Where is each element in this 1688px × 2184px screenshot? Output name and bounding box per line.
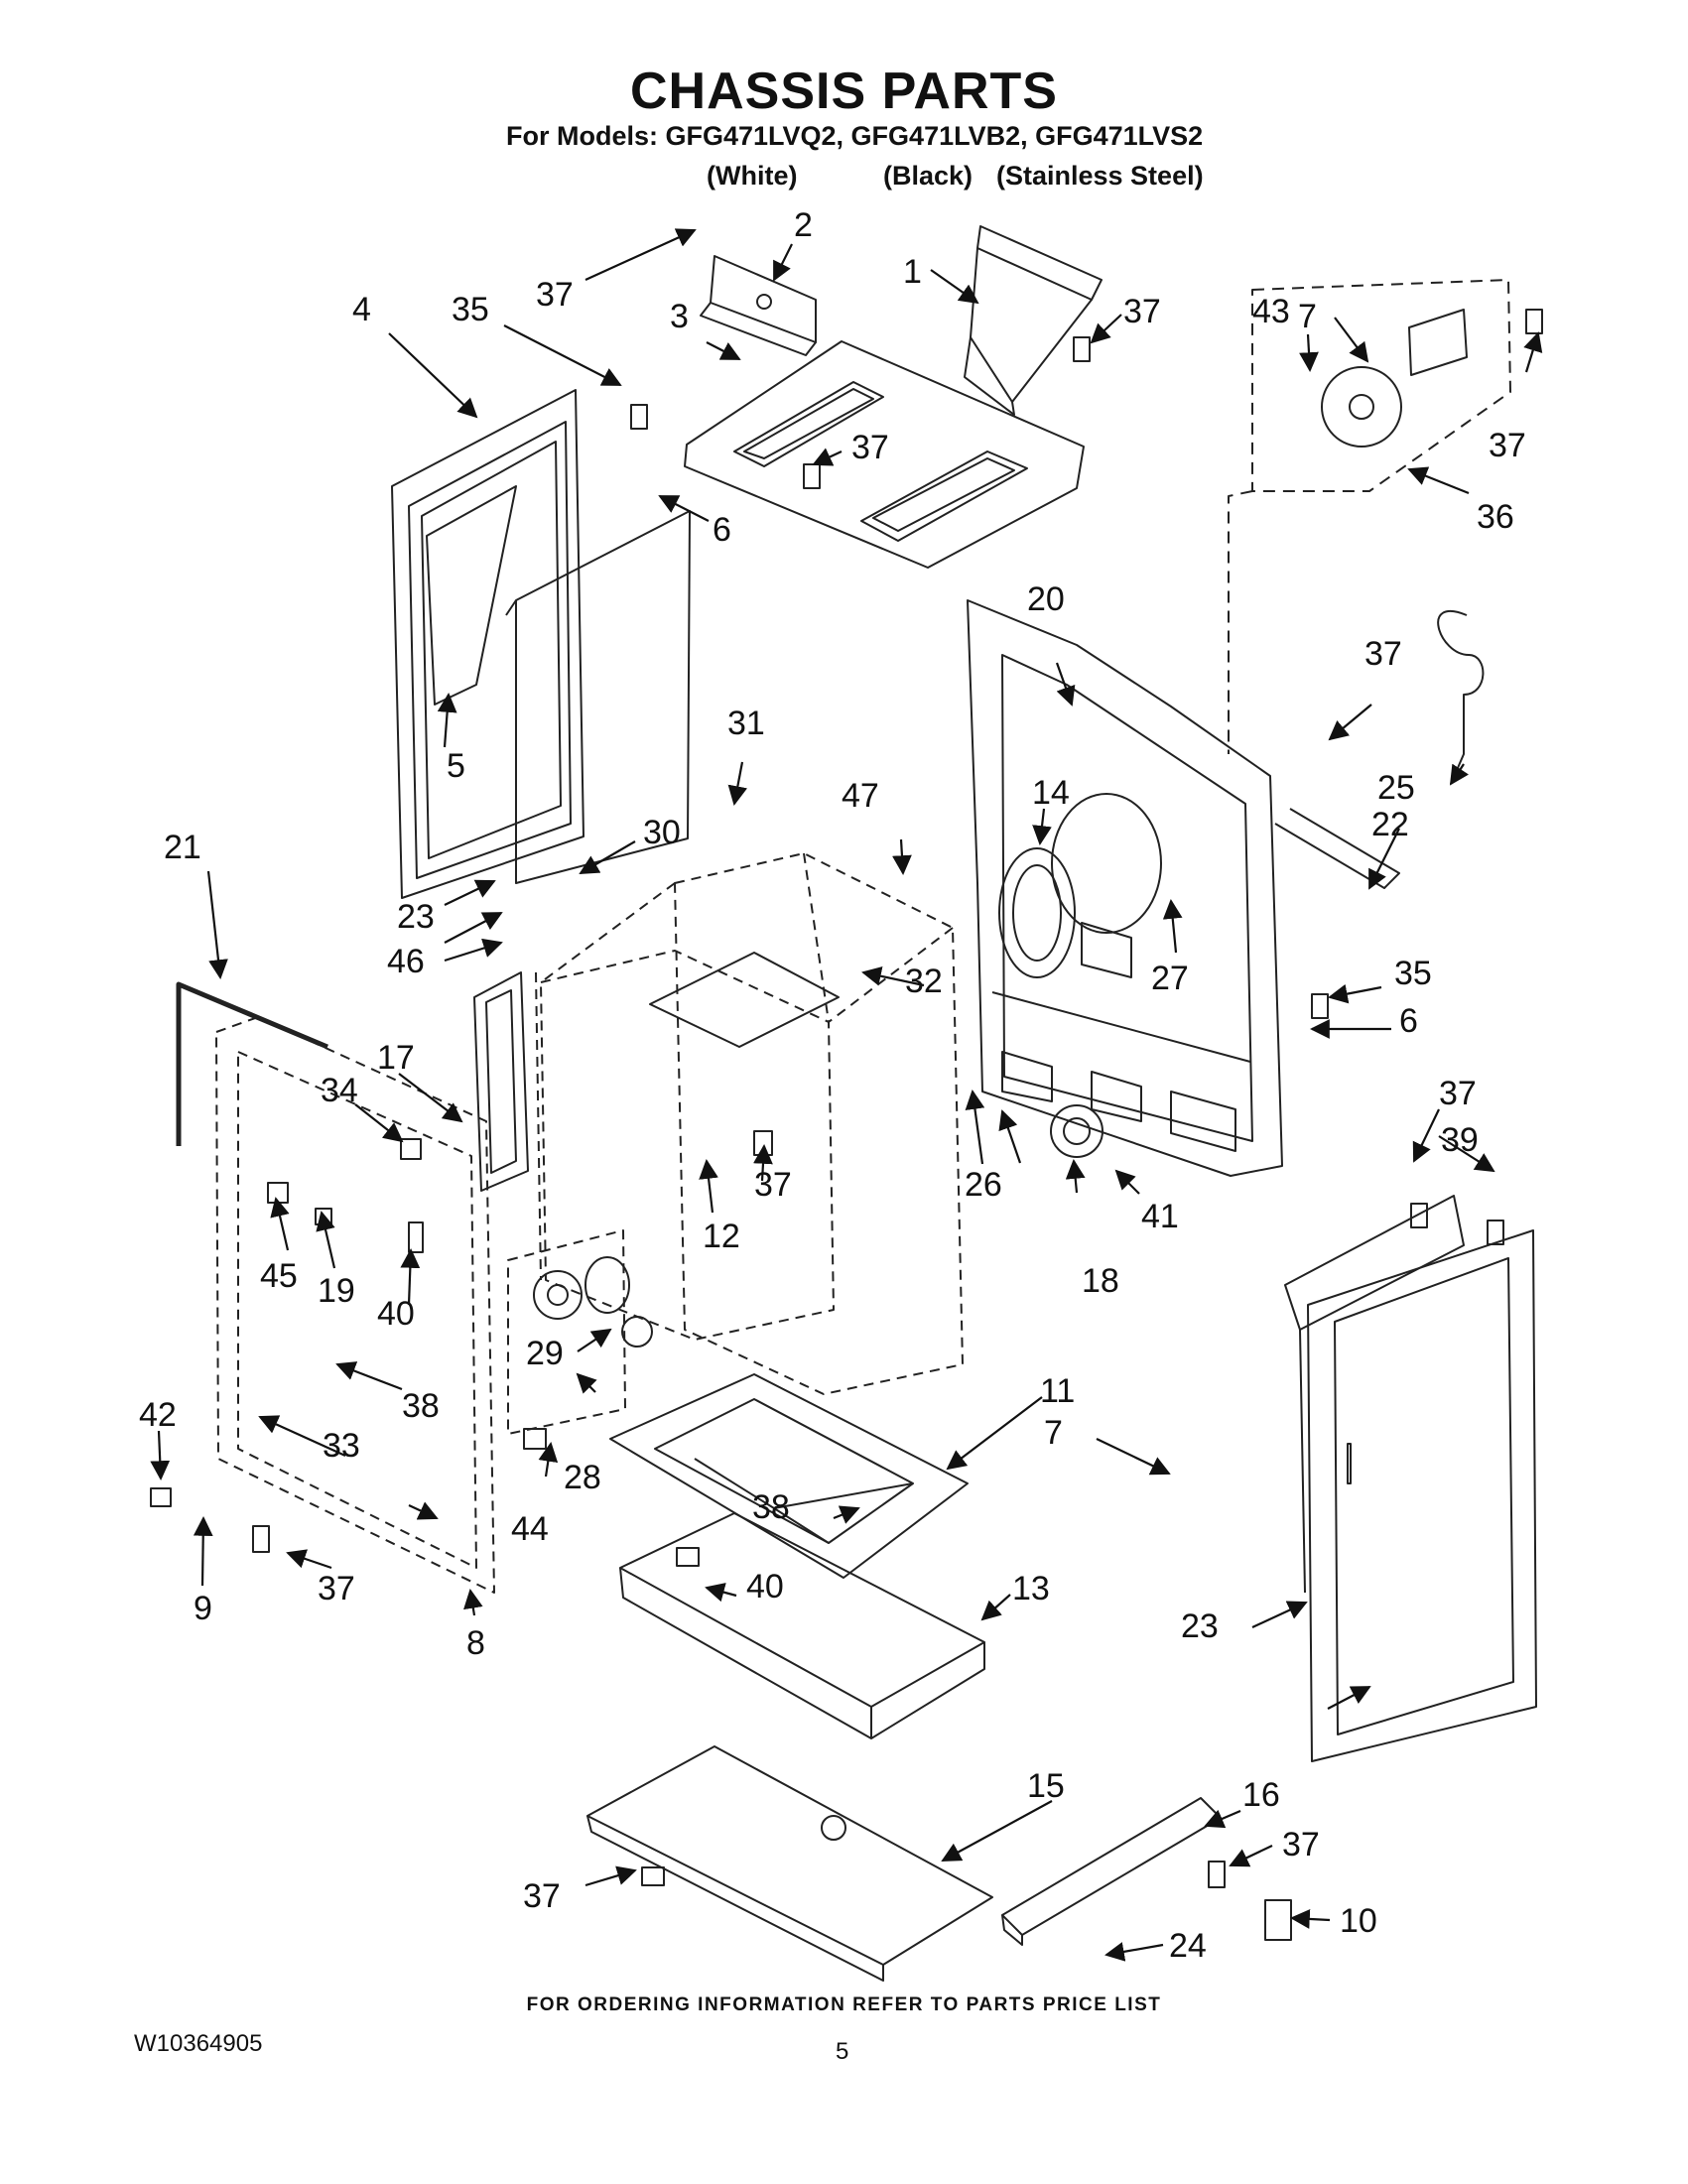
callout-37h: 37 <box>318 1570 355 1607</box>
callout-17: 17 <box>377 1039 415 1077</box>
callout-38b: 38 <box>752 1488 790 1526</box>
part-power-cord <box>1437 609 1485 785</box>
callout-40: 40 <box>377 1295 415 1333</box>
part-oven-cavity <box>535 852 964 1395</box>
callout-39: 39 <box>1441 1121 1479 1159</box>
part-fan-kit-box <box>1228 279 1511 754</box>
callout-37d: 37 <box>1489 427 1526 464</box>
callout-37i: 37 <box>1282 1826 1320 1863</box>
callout-7: 7 <box>1298 298 1317 335</box>
callout-11: 11 <box>1040 1372 1075 1410</box>
part-side-panel-left <box>391 389 584 899</box>
part-fan-blade <box>1321 366 1402 448</box>
variant-white: (White) <box>707 161 798 191</box>
callout-25: 25 <box>1377 769 1415 807</box>
callout-38: 38 <box>402 1387 440 1425</box>
callout-37e: 37 <box>1364 635 1402 673</box>
callout-16: 16 <box>1242 1776 1280 1814</box>
callout-23: 23 <box>397 898 435 936</box>
ordering-note: FOR ORDERING INFORMATION REFER TO PARTS … <box>526 1994 1162 2015</box>
callout-36: 36 <box>1477 498 1514 536</box>
part-front-frame <box>215 1016 495 1594</box>
callout-15: 15 <box>1027 1767 1065 1805</box>
callout-40b: 40 <box>746 1568 784 1606</box>
page-title: CHASSIS PARTS <box>630 63 1058 120</box>
callout-labels: 1 2 3 4 5 6 7 8 9 10 11 7 12 13 14 15 16… <box>139 206 1526 1965</box>
part-rail <box>1274 808 1400 889</box>
callout-37c: 37 <box>851 429 889 466</box>
callout-47: 47 <box>842 777 879 815</box>
callout-8: 8 <box>466 1624 485 1662</box>
callout-4: 4 <box>352 291 371 328</box>
variant-stainless: (Stainless Steel) <box>996 161 1204 191</box>
variant-black: (Black) <box>883 161 974 191</box>
callout-37a: 37 <box>536 276 574 314</box>
part-hinge-rail <box>473 971 529 1192</box>
callout-21: 21 <box>164 829 201 866</box>
screw-parts <box>150 309 1543 1888</box>
callout-12: 12 <box>703 1218 740 1255</box>
callout-44: 44 <box>511 1510 549 1548</box>
callout-31: 31 <box>727 705 765 742</box>
models-line: For Models: GFG471LVQ2, GFG471LVB2, GFG4… <box>506 121 1204 151</box>
part-burner-box <box>507 1229 626 1435</box>
callout-10: 10 <box>1340 1902 1377 1940</box>
callout-18: 18 <box>1082 1262 1119 1300</box>
callout-37g: 37 <box>1439 1075 1477 1112</box>
callout-13: 13 <box>1012 1570 1050 1607</box>
page-number: 5 <box>836 2038 849 2065</box>
callout-32: 32 <box>905 963 943 1000</box>
part-broiler-pan <box>609 1373 969 1579</box>
callout-7b: 7 <box>1044 1414 1063 1452</box>
callout-22: 22 <box>1371 806 1409 843</box>
callout-14: 14 <box>1032 774 1070 812</box>
part-side-panel-right <box>1284 1195 1537 1762</box>
callout-27: 27 <box>1151 960 1189 997</box>
callout-37b: 37 <box>1123 293 1161 330</box>
part-gasket <box>176 981 328 1146</box>
callout-3: 3 <box>670 298 689 335</box>
part-burner-fittings <box>533 1256 653 1348</box>
callout-6b: 6 <box>1399 1002 1418 1040</box>
callout-24: 24 <box>1169 1927 1207 1965</box>
callout-29: 29 <box>526 1335 564 1372</box>
callout-45: 45 <box>260 1257 298 1295</box>
callout-30: 30 <box>643 814 681 851</box>
part-top-panel <box>684 340 1085 569</box>
part-inner-liner <box>505 510 691 884</box>
part-fan-motor <box>1408 309 1468 376</box>
callout-1: 1 <box>903 253 922 291</box>
part-grommet <box>1050 1104 1104 1158</box>
callout-35b: 35 <box>1394 955 1432 992</box>
callout-9: 9 <box>194 1590 212 1627</box>
callout-41: 41 <box>1141 1198 1179 1235</box>
callout-5: 5 <box>447 747 465 785</box>
callout-33: 33 <box>323 1427 360 1465</box>
callout-35: 35 <box>452 291 489 328</box>
callout-37j: 37 <box>523 1877 561 1915</box>
callout-19: 19 <box>318 1272 355 1310</box>
callout-23b: 23 <box>1181 1607 1219 1645</box>
callout-6: 6 <box>713 511 731 549</box>
callout-26: 26 <box>965 1166 1002 1204</box>
callout-20: 20 <box>1027 580 1065 618</box>
part-bracket-2 <box>700 255 817 356</box>
callout-43: 43 <box>1252 293 1290 330</box>
callout-46: 46 <box>387 943 425 980</box>
callout-37f: 37 <box>754 1166 792 1204</box>
part-leveler-bracket <box>1001 1797 1222 1946</box>
leader-lines <box>150 228 1543 1962</box>
callout-34: 34 <box>321 1072 358 1109</box>
callout-42: 42 <box>139 1396 177 1434</box>
part-oven-bottom-plate <box>649 952 840 1048</box>
part-rear-wall <box>967 599 1283 1177</box>
callout-2: 2 <box>794 206 813 244</box>
part-drawer <box>619 1512 985 1739</box>
callout-28: 28 <box>564 1459 601 1496</box>
part-bottom-panel <box>586 1745 993 1982</box>
part-vent-duct <box>964 225 1103 416</box>
part-leg <box>1264 1899 1292 1941</box>
document-number: W10364905 <box>134 2030 263 2057</box>
